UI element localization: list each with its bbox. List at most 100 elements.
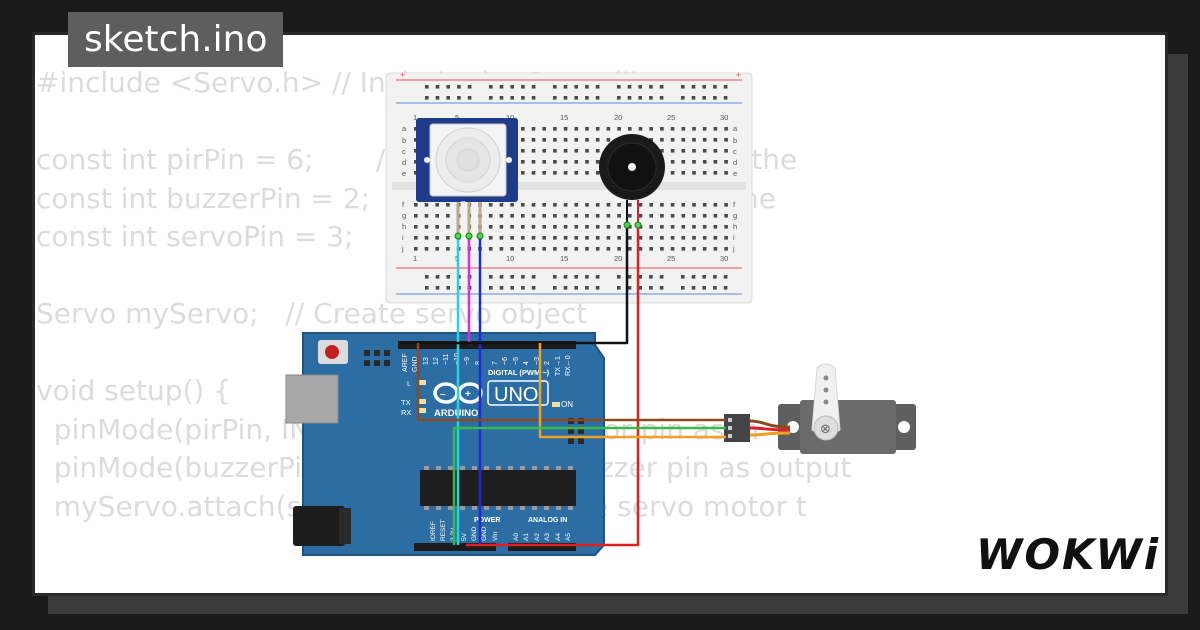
breadboard-hole: [659, 85, 664, 89]
breadboard-hole: [574, 286, 578, 290]
row-letter: i: [402, 233, 404, 242]
breadboard-hole: [510, 85, 514, 89]
breadboard-hole: [425, 96, 429, 100]
arduino-model: UNO: [494, 384, 538, 406]
breadboard-hole: [649, 286, 653, 290]
pin-label: ~11: [443, 354, 450, 365]
breadboard-hole: [660, 247, 664, 251]
breadboard-hole: [628, 247, 632, 251]
buzzer[interactable]: [599, 134, 665, 225]
breadboard-hole: [499, 225, 504, 229]
breadboard-hole: [414, 149, 418, 153]
breadboard-hole: [424, 214, 429, 218]
breadboard-hole: [670, 236, 675, 240]
row-letter: d: [402, 158, 406, 167]
breadboard-hole: [670, 225, 675, 229]
breadboard-hole: [414, 225, 418, 229]
breadboard-hole: [574, 96, 578, 100]
breadboard-hole: [531, 149, 536, 153]
breadboard-hole: [723, 286, 728, 290]
breadboard-hole: [531, 138, 536, 142]
breadboard-hole: [649, 85, 653, 89]
pin-label: 2: [544, 361, 551, 365]
breadboard-hole: [681, 149, 686, 153]
breadboard-hole: [595, 203, 600, 207]
wires: [400, 221, 726, 547]
pin-label: 4: [523, 361, 530, 365]
breadboard-hole: [585, 171, 589, 175]
servo-motor[interactable]: ⊗: [724, 363, 916, 454]
wire-orange: [538, 343, 726, 439]
breadboard-hole: [660, 236, 664, 240]
row-letter: g: [402, 211, 406, 220]
breadboard-hole: [702, 160, 707, 164]
wire-green: [452, 426, 726, 545]
breadboard-hole: [713, 225, 718, 229]
breadboard-hole: [617, 127, 621, 131]
breadboard-hole: [489, 286, 493, 290]
breadboard-hole: [649, 203, 653, 207]
breadboard-hole: [574, 275, 578, 279]
pin-label: IOREF: [430, 521, 437, 541]
breadboard-hole: [692, 127, 696, 131]
breadboard-hole: [638, 286, 642, 290]
breadboard-hole: [521, 85, 525, 89]
arduino-uno[interactable]: AREF GND 13 12 ~11 ~10 ~9 8 7 ~6 ~5 4 ~3…: [285, 332, 605, 556]
breadboard-hole: [595, 236, 600, 240]
breadboard-hole: [542, 225, 546, 229]
breadboard-hole: [499, 214, 504, 218]
breadboard-hole: [595, 127, 600, 131]
breadboard-hole: [521, 96, 525, 100]
breadboard-hole: [488, 247, 493, 251]
breadboard-hole: [521, 149, 525, 153]
col-number: 1: [413, 254, 417, 263]
row-letter: e: [402, 169, 406, 178]
breadboard-hole: [660, 149, 664, 153]
breadboard-hole: [521, 225, 525, 229]
breadboard-hole: [510, 247, 514, 251]
breadboard-hole: [531, 85, 536, 89]
pin-label: 12: [433, 357, 440, 365]
breadboard-hole: [574, 149, 579, 153]
breadboard-hole: [702, 203, 707, 207]
breadboard-hole: [692, 214, 696, 218]
breadboard-hole: [574, 214, 579, 218]
breadboard-hole: [692, 171, 696, 175]
breadboard-hole: [713, 96, 717, 100]
breadboard-hole: [723, 85, 728, 89]
breadboard-hole: [681, 275, 685, 279]
pir-sensor[interactable]: + D -: [416, 118, 518, 235]
breadboard-hole: [531, 96, 536, 100]
svg-text:+: +: [465, 389, 471, 400]
pin-label: RESET: [440, 519, 447, 541]
breadboard-hole: [692, 138, 696, 142]
breadboard-hole: [670, 214, 675, 218]
tx-led-label: TX: [401, 398, 411, 407]
breadboard-hole: [638, 236, 643, 240]
breadboard-hole: [660, 225, 664, 229]
breadboard-hole: [414, 247, 418, 251]
breadboard-hole: [691, 286, 696, 290]
breadboard-hole: [531, 247, 536, 251]
breadboard-hole: [521, 171, 525, 175]
breadboard-hole: [702, 85, 706, 89]
breadboard-hole: [702, 286, 706, 290]
breadboard-hole: [499, 203, 504, 207]
col-number: 15: [560, 113, 568, 122]
breadboard-hole: [574, 85, 578, 89]
breadboard-hole: [542, 247, 546, 251]
pin-label: GND: [412, 356, 419, 372]
breadboard-hole: [553, 127, 557, 131]
breadboard-hole: [713, 275, 717, 279]
breadboard-hole: [585, 286, 589, 290]
breadboard-hole: [488, 214, 493, 218]
breadboard-hole: [692, 149, 696, 153]
breadboard-hole: [531, 275, 536, 279]
breadboard-hole: [446, 203, 450, 207]
breadboard-row-letters: a b c d e f g h i j a b c d e f g h i j: [401, 124, 738, 253]
breadboard-hole: [713, 160, 718, 164]
breadboard-hole: [681, 96, 685, 100]
wire-brown: [416, 343, 726, 422]
breadboard-hole: [638, 85, 642, 89]
